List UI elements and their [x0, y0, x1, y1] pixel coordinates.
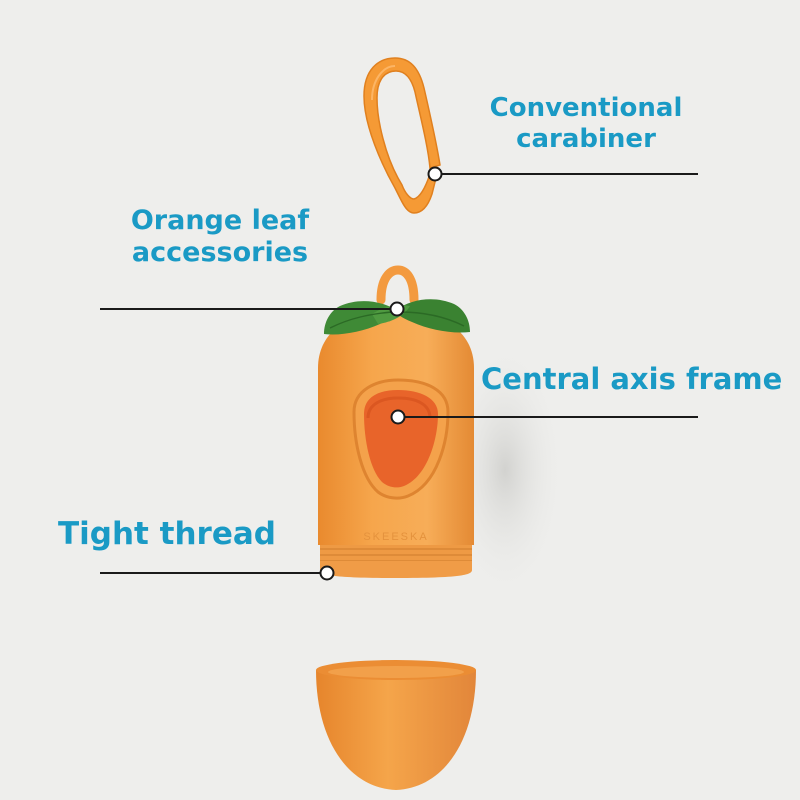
leader-leaf [100, 301, 405, 317]
label-line: carabiner [516, 124, 656, 155]
leader-axis [390, 409, 698, 425]
brand-mark: SKEESKA [363, 531, 428, 543]
label-line: Conventional [489, 93, 683, 123]
body-shadow [445, 340, 565, 600]
label-central-axis-frame: Central axis frame [481, 362, 782, 397]
leader-thread [100, 565, 335, 581]
callout-dot [389, 301, 405, 317]
dispenser-body: SKEESKA [318, 310, 474, 578]
label-line: accessories [131, 237, 309, 269]
callout-dot [319, 565, 335, 581]
carabiner [363, 57, 441, 214]
label-line: Central axis frame [481, 362, 783, 396]
label-tight-thread: Tight thread [58, 516, 276, 553]
callout-dot [390, 409, 406, 425]
label-line: Tight thread [58, 516, 276, 552]
callout-dot [427, 166, 443, 182]
label-line: Orange leaf [130, 205, 310, 236]
label-orange-leaf-accessories: Orange leaf accessories [120, 205, 320, 270]
leader-carabiner [427, 166, 698, 182]
label-conventional-carabiner: Conventional carabiner [486, 93, 686, 155]
hanging-loop [376, 265, 419, 305]
bottom-cap [316, 660, 476, 790]
